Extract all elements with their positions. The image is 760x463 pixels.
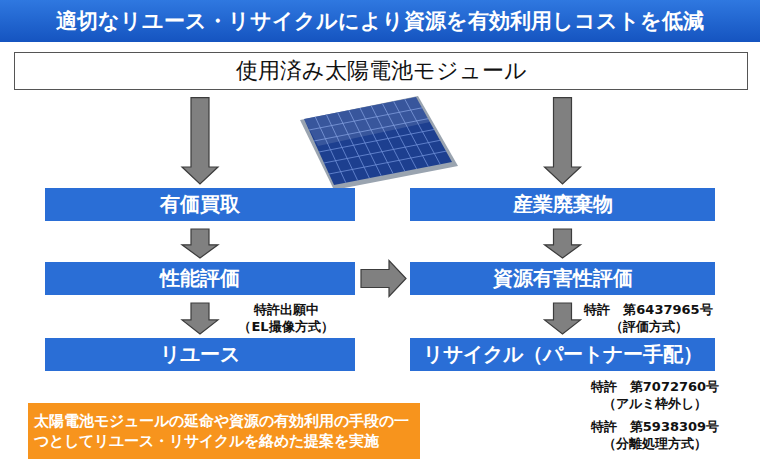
patent-note: 特許 第7072760号 （アルミ枠外し） <box>580 379 730 413</box>
edge-label: 特許 第6437965号 （評価方式） <box>579 302 719 336</box>
process-box: 産業廃棄物 <box>410 188 715 221</box>
panel-shine <box>304 97 430 146</box>
block-arrow <box>182 229 218 258</box>
node-text: リユース <box>160 341 240 368</box>
block-arrow <box>182 98 218 184</box>
panel-cells <box>304 97 452 185</box>
edge-label: 特許出願中 （EL撮像方式） <box>216 302 356 336</box>
process-box: リユース <box>45 338 355 371</box>
node-text: 性能評価 <box>160 265 240 292</box>
node-text: 資源有害性評価 <box>493 265 633 292</box>
block-arrow <box>545 229 581 258</box>
process-box: リサイクル（パートナー手配） <box>410 338 715 371</box>
process-box: 性能評価 <box>45 262 355 295</box>
source-box: 使用済み太陽電池モジュール <box>14 52 748 90</box>
process-box: 有価買取 <box>45 188 355 221</box>
title-band: 適切なリユース・リサイクルにより資源を有効利用しコストを低減 <box>0 0 760 42</box>
cell-line <box>329 151 446 174</box>
node-text: リサイクル（パートナー手配） <box>423 341 703 368</box>
panel-frame <box>300 96 458 190</box>
process-box: 資源有害性評価 <box>410 262 715 295</box>
patent-note: 特許 第5938309号 （分離処理方式） <box>580 419 730 453</box>
node-text: 使用済み太陽電池モジュール <box>236 56 527 86</box>
node-text: 太陽電池モジュールの延命や資源の有効利用の手段の一つとしてリユース・リサイクルを… <box>34 411 414 452</box>
node-text: 有価買取 <box>160 191 240 218</box>
title-text: 適切なリユース・リサイクルにより資源を有効利用しコストを低減 <box>56 7 704 35</box>
note-box: 太陽電池モジュールの延命や資源の有効利用の手段の一つとしてリユース・リサイクルを… <box>28 403 420 459</box>
node-text: 産業廃棄物 <box>513 191 613 218</box>
block-arrow <box>182 303 218 334</box>
block-arrow <box>361 261 406 297</box>
block-arrow <box>545 303 581 334</box>
block-arrow <box>545 98 581 184</box>
cell-line <box>324 140 440 163</box>
